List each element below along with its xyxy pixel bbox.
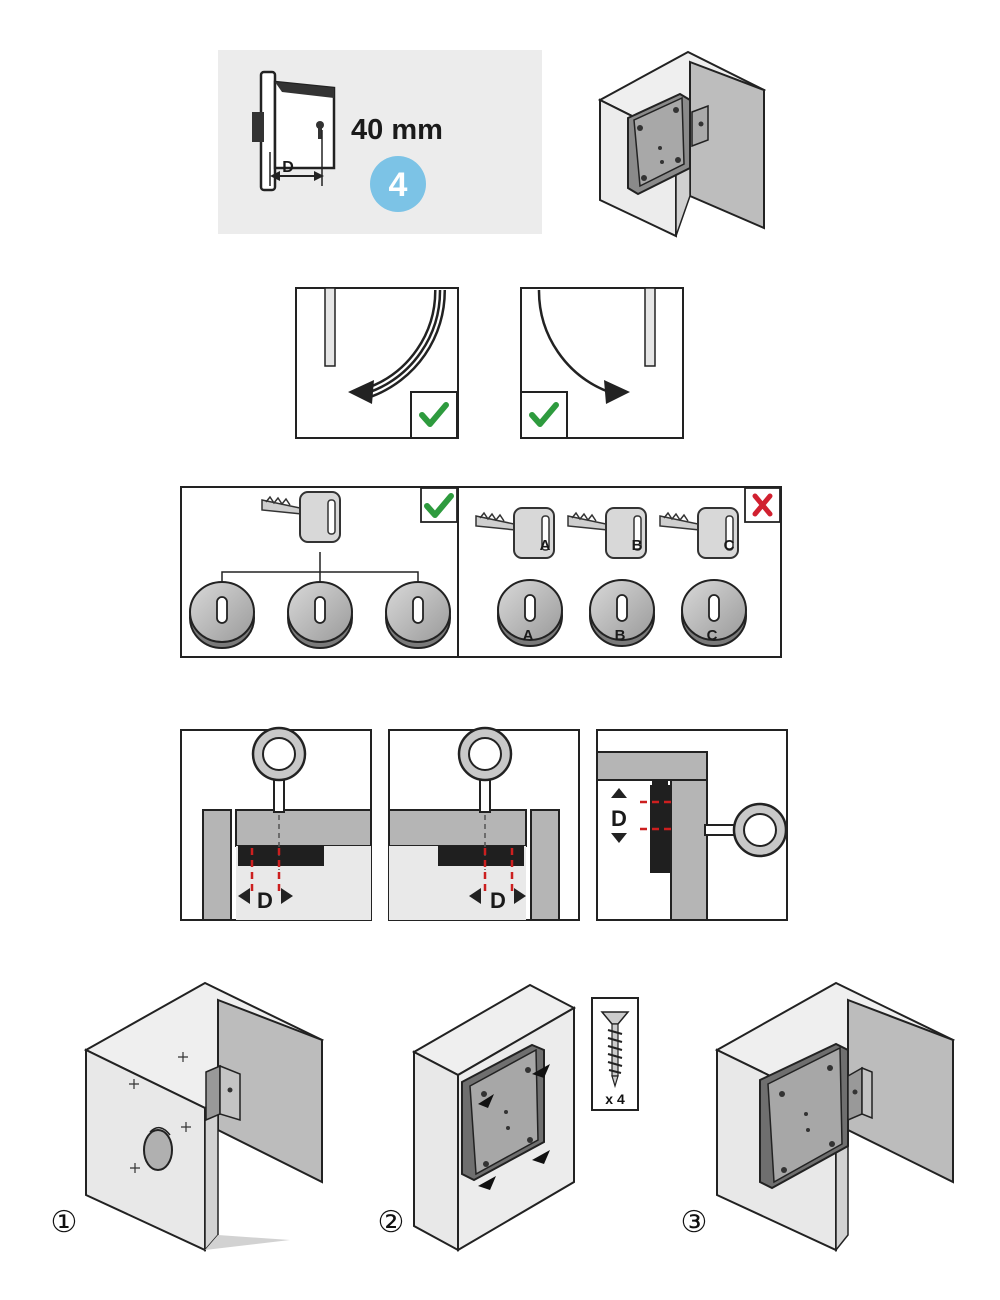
backset-diagram-left: D: [180, 726, 372, 921]
backset-diagram-right: D: [596, 729, 788, 921]
backset-symbol: D: [611, 806, 627, 831]
door-swing-right-panel: [520, 287, 684, 439]
step-number-2: ②: [378, 1205, 405, 1240]
check-icon: [420, 487, 458, 523]
door-swing-left-panel: [295, 287, 459, 439]
step-number-1: ①: [51, 1205, 78, 1240]
key-label: A: [540, 537, 551, 554]
backset-diagram-middle: D: [388, 726, 580, 921]
cylinder-label: A: [523, 627, 534, 644]
backset-symbol: D: [257, 888, 273, 913]
check-icon: [410, 391, 458, 439]
installation-step-2: x 4 ②: [378, 983, 639, 1252]
installation-step-3: ③: [681, 981, 956, 1253]
lock-cylinder-icon: [385, 581, 451, 649]
step-number: 4: [389, 166, 408, 204]
cylinder-label: C: [707, 627, 718, 644]
screw-icon: [591, 997, 639, 1111]
cabinet-lock-mounted-illustration: [597, 50, 767, 238]
key-label: B: [632, 537, 643, 554]
cylinder-label: B: [615, 627, 626, 644]
keying-panel: A B C A B C: [180, 486, 782, 658]
depth-value: 40 mm: [351, 114, 443, 146]
mortise-lock-icon: [252, 70, 336, 192]
key-label: C: [724, 537, 735, 554]
backset-symbol: D: [490, 888, 506, 913]
screw-quantity: x 4: [605, 1091, 625, 1107]
lock-cylinder-icon: [287, 581, 353, 649]
check-icon: [520, 391, 568, 439]
step-number-3: ③: [681, 1205, 708, 1240]
cross-icon: [744, 487, 781, 523]
spec-panel: D 40 mm 4: [218, 50, 542, 234]
step-badge: [370, 156, 426, 212]
depth-symbol: D: [282, 159, 294, 176]
lock-cylinder-icon: [189, 581, 255, 649]
installation-step-1: ①: [51, 981, 325, 1253]
